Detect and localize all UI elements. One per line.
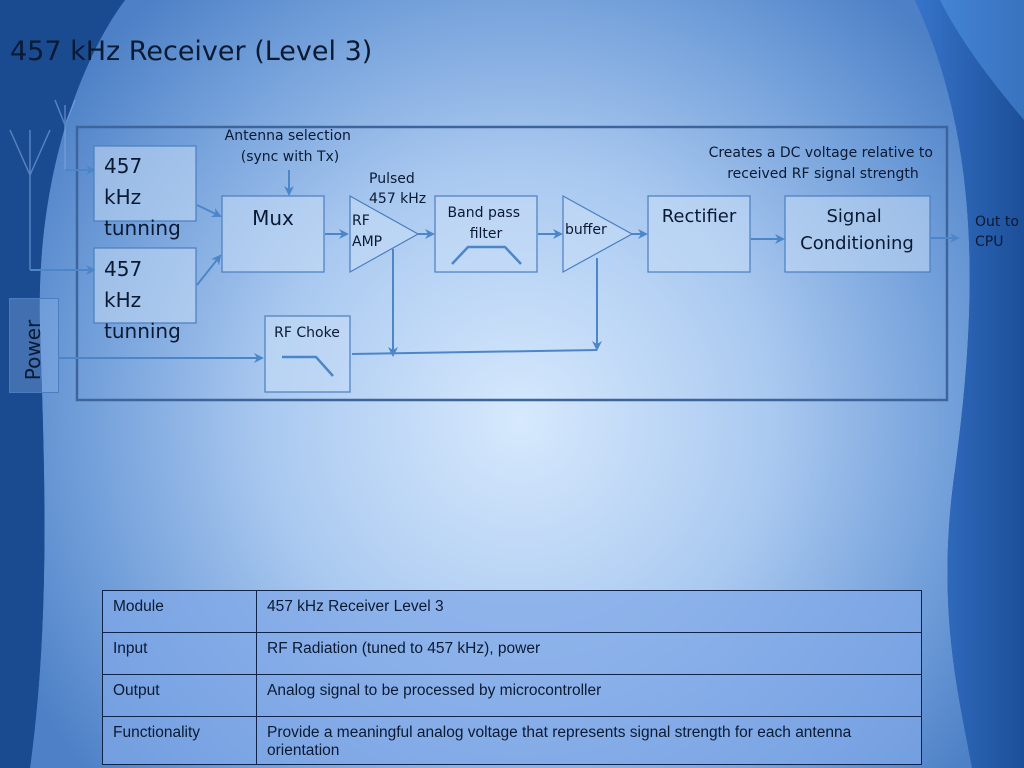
- rf-amp-text: RF AMP: [352, 213, 382, 250]
- dc-note-line-1: Creates a DC voltage relative to: [709, 145, 933, 161]
- table-row: Input RF Radiation (tuned to 457 kHz), p…: [102, 632, 922, 675]
- table-value-cell: Analog signal to be processed by microco…: [256, 674, 922, 717]
- table-row: Module 457 kHz Receiver Level 3: [102, 590, 922, 633]
- tuning-bottom-text: 457 kHz tunning: [104, 257, 181, 343]
- band-pass-filter-block: [434, 195, 538, 273]
- table-key-cell: Input: [102, 632, 257, 675]
- rf-amp-line-2: AMP: [352, 234, 382, 250]
- band-pass-line-2: filter: [470, 226, 503, 242]
- table-value-cell: 457 kHz Receiver Level 3: [256, 590, 922, 633]
- arrow-tuning-bottom-to-mux: [196, 254, 222, 286]
- band-pass-symbol: [451, 245, 522, 265]
- rf-choke-symbol: [282, 355, 334, 377]
- pulsed-line-1: Pulsed: [369, 171, 415, 187]
- rf-choke-label: RF Choke: [274, 325, 340, 341]
- antenna-selection-text: Antenna selection (sync with Tx): [225, 128, 356, 165]
- pulsed-text: Pulsed 457 kHz: [369, 171, 426, 207]
- power-rail: [351, 349, 598, 355]
- table-key-cell: Module: [102, 590, 257, 633]
- rf-amp-block: [349, 194, 420, 274]
- tuning-bottom-line-3: tunning: [104, 319, 181, 343]
- signal-conditioning-line-2: Conditioning: [800, 233, 914, 254]
- signal-conditioning-line-1: Signal: [826, 206, 881, 227]
- tuning-block-top: [93, 145, 197, 222]
- table-key-cell: Functionality: [102, 716, 257, 765]
- table-row: Functionality Provide a meaningful analo…: [102, 716, 922, 765]
- dc-note-text: Creates a DC voltage relative to receive…: [709, 145, 938, 182]
- mux-label: Mux: [252, 206, 294, 230]
- pulsed-line-2: 457 kHz: [369, 191, 426, 207]
- tuning-block-bottom: [93, 247, 197, 324]
- table-row: Output Analog signal to be processed by …: [102, 674, 922, 717]
- arrow-tuning-top-to-mux: [196, 204, 222, 218]
- band-pass-line-1: Band pass: [448, 205, 520, 221]
- dc-note-line-2: received RF signal strength: [727, 166, 919, 182]
- buffer-label: buffer: [565, 222, 607, 238]
- signal-conditioning-block: [784, 195, 931, 273]
- tuning-bottom-line-2: kHz: [104, 288, 141, 312]
- out-to-cpu-text: Out to CPU: [975, 214, 1023, 250]
- tuning-top-text: 457 kHz tunning: [104, 154, 181, 240]
- rectifier-label: Rectifier: [662, 206, 737, 227]
- tuning-top-line-1: 457: [104, 154, 142, 178]
- rectifier-block: [647, 195, 751, 273]
- rf-amp-line-1: RF: [352, 213, 370, 229]
- table-value-cell: Provide a meaningful analog voltage that…: [256, 716, 922, 765]
- mux-block: [221, 195, 325, 273]
- slide-title: 457 kHz Receiver (Level 3): [10, 36, 373, 67]
- table-key-cell: Output: [102, 674, 257, 717]
- out-line-1: Out to: [975, 214, 1019, 230]
- signal-conditioning-text: Signal Conditioning: [800, 206, 914, 254]
- buffer-block: [562, 194, 634, 274]
- band-pass-text: Band pass filter: [448, 205, 525, 242]
- power-block: [9, 298, 59, 393]
- rf-choke-block: [264, 315, 351, 393]
- tuning-bottom-line-1: 457: [104, 257, 142, 281]
- antenna-selection-line-1: Antenna selection: [225, 128, 351, 144]
- module-info-table: Module 457 kHz Receiver Level 3 Input RF…: [102, 590, 922, 765]
- table-value-cell: RF Radiation (tuned to 457 kHz), power: [256, 632, 922, 675]
- out-line-2: CPU: [975, 234, 1003, 250]
- tuning-top-line-2: kHz: [104, 185, 141, 209]
- receiver-frame: [75, 125, 949, 402]
- tuning-top-line-3: tunning: [104, 216, 181, 240]
- antenna-selection-line-2: (sync with Tx): [241, 149, 340, 165]
